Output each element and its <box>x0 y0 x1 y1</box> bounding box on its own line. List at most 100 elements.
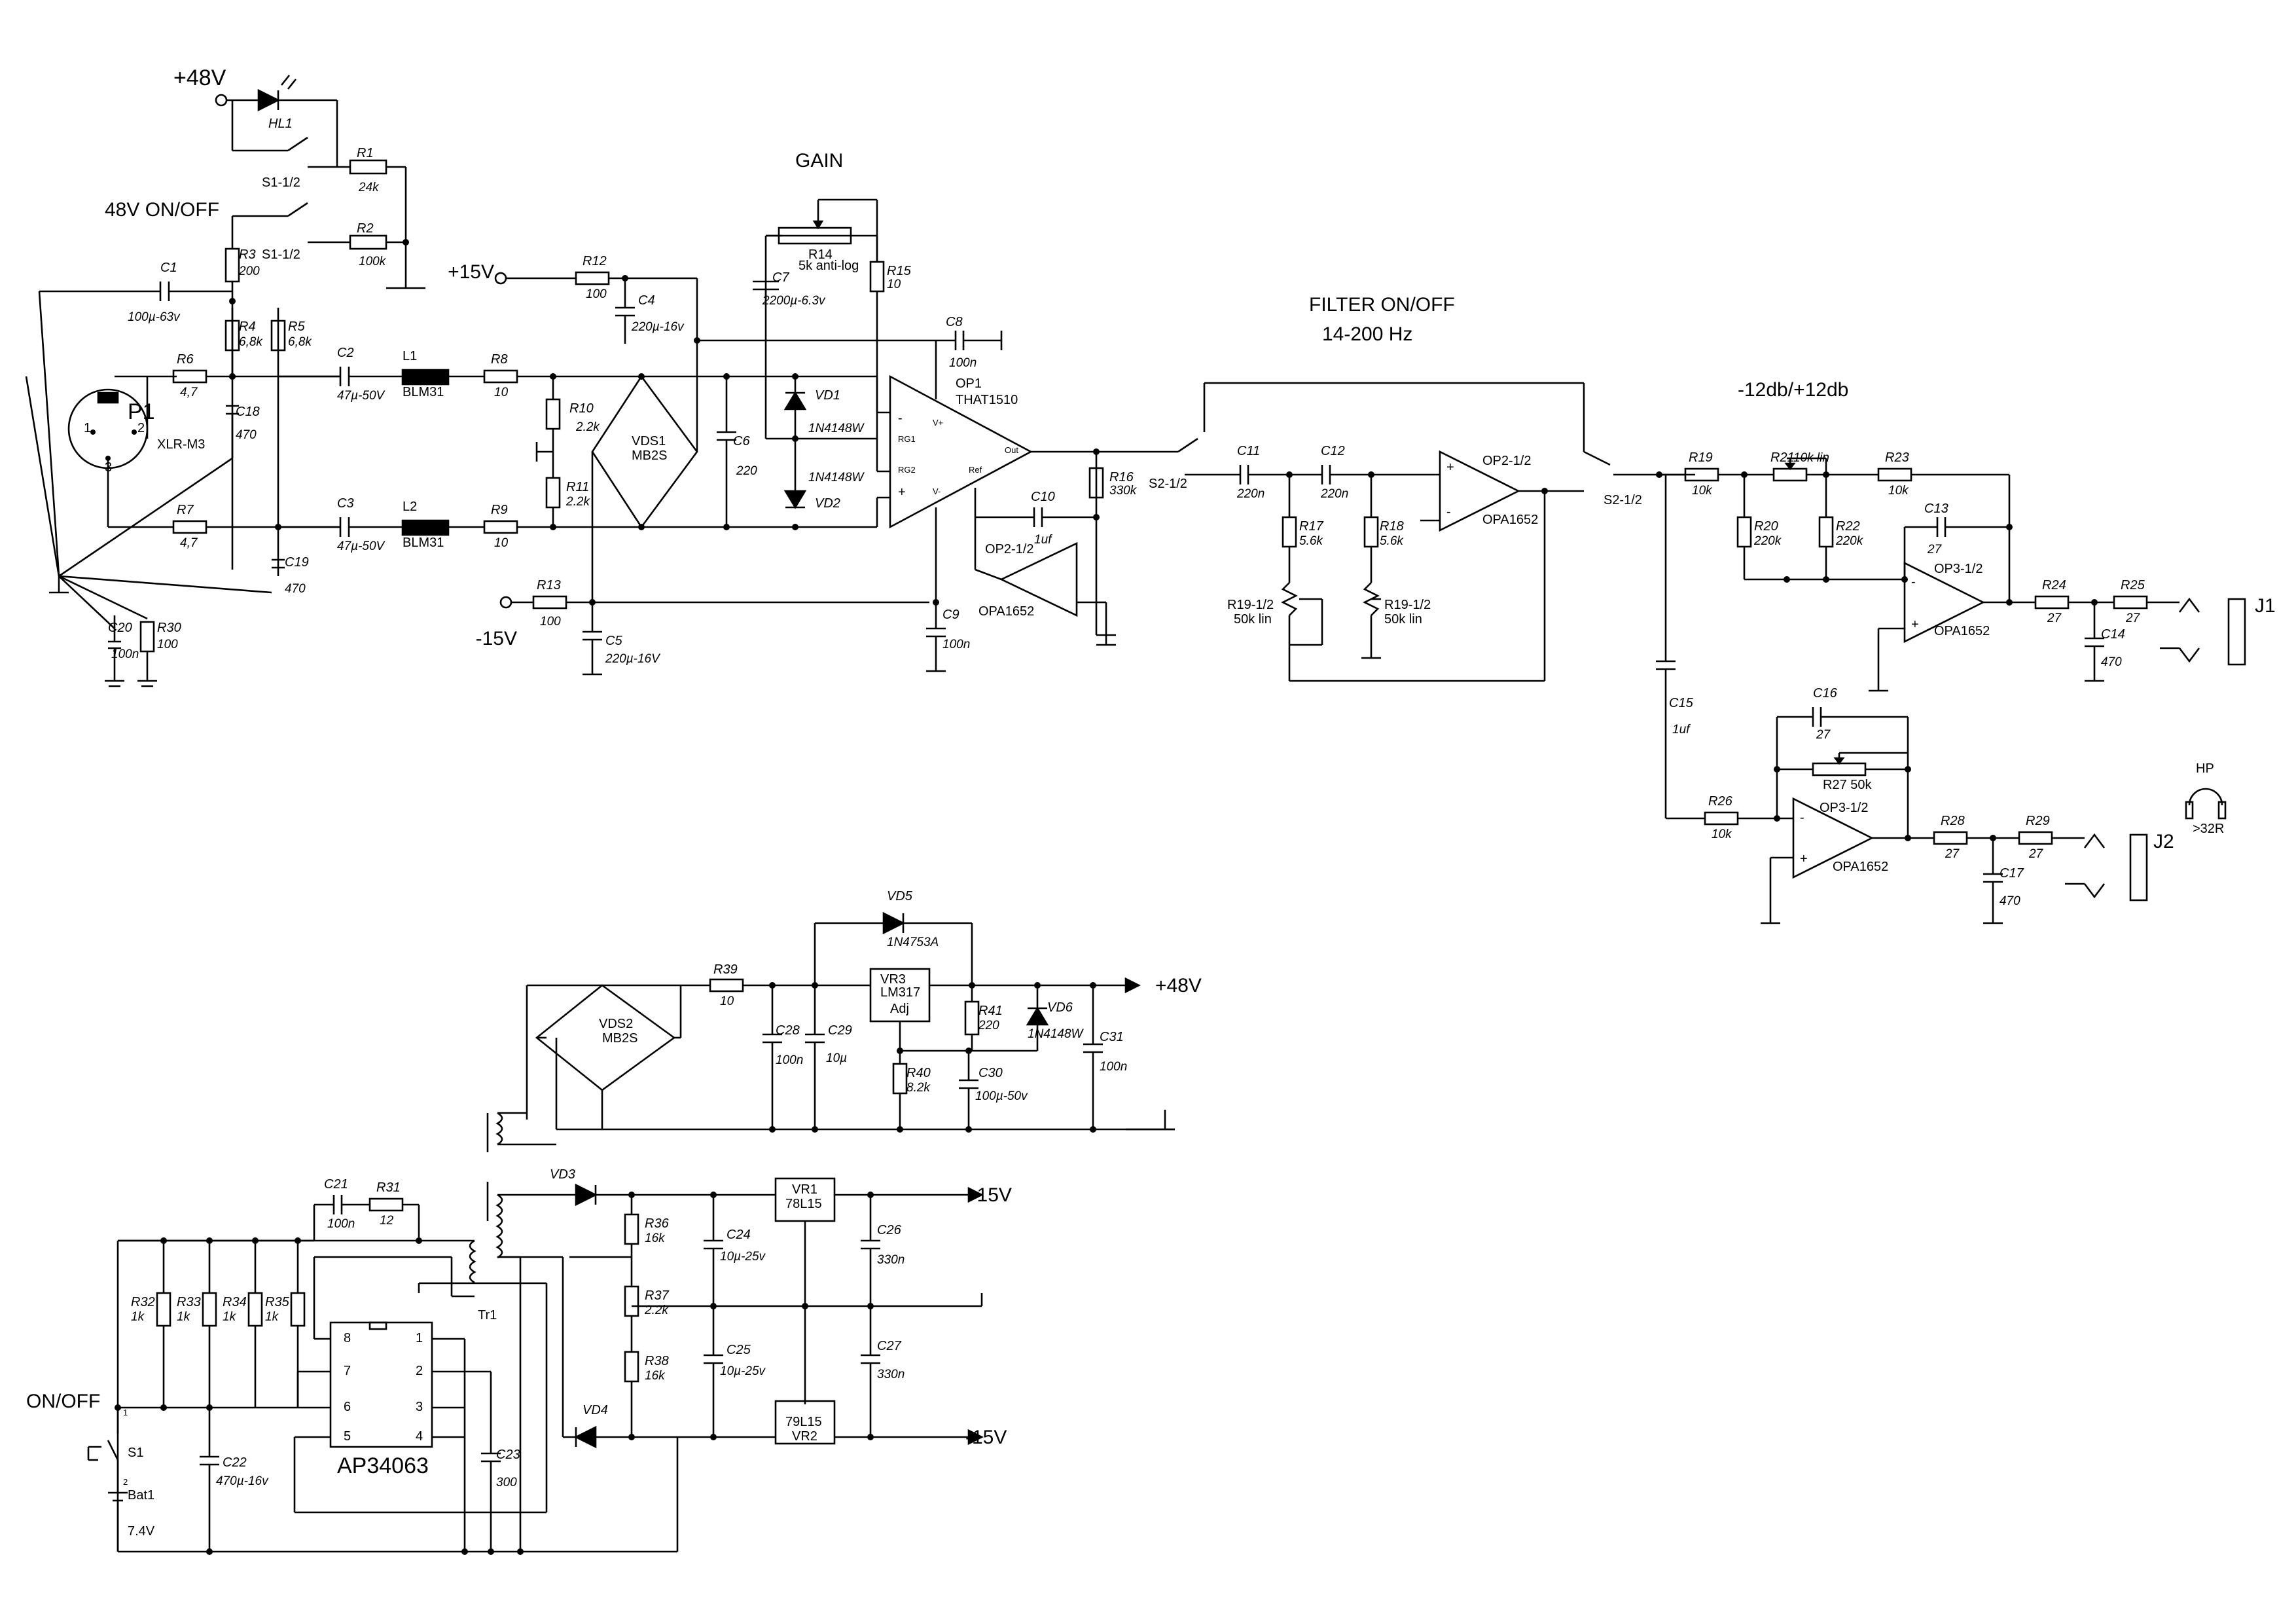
label-ap34063: AP34063 <box>337 1453 429 1478</box>
label-plus15: +15V <box>448 261 494 283</box>
value-c6: 220 <box>736 464 757 478</box>
label-r19a: R19-1/2 <box>1227 598 1274 612</box>
value-r23: 10k <box>1888 484 1909 498</box>
value-c11: 220n <box>1236 487 1265 501</box>
eq-section: -12db/+12db R19 10k R21 10k lin R23 10k … <box>1659 379 2276 692</box>
value-c30: 100µ-50v <box>975 1089 1028 1103</box>
value-c15: 1uf <box>1672 723 1691 737</box>
label-48v-onoff: 48V ON/OFF <box>105 199 219 221</box>
value-c14: 470 <box>2101 655 2122 669</box>
value-c31: 100n <box>1100 1060 1127 1074</box>
label-r31: R31 <box>376 1180 401 1195</box>
value-r37: 2.2k <box>644 1304 669 1317</box>
label-c5: C5 <box>605 634 622 648</box>
value-r39: 10 <box>720 994 734 1008</box>
ic-pin-3: 3 <box>416 1400 423 1414</box>
label-r6: R6 <box>177 352 194 367</box>
phantom-power-section: +48V HL1 S1-1/2 S1-1/2 R1 24k R2 100k 48… <box>105 65 425 570</box>
value-r38: 16k <box>645 1369 666 1383</box>
ic-pin-5: 5 <box>344 1429 351 1444</box>
value-r29: 27 <box>2028 847 2044 861</box>
label-vd6: VD6 <box>1047 1000 1073 1015</box>
value-r10: 2.2k <box>575 420 600 434</box>
label-r8: R8 <box>491 352 508 367</box>
label-r20: R20 <box>1754 519 1778 534</box>
label-vminus: V- <box>933 486 941 496</box>
value-c29: 10µ <box>826 1051 847 1065</box>
ic-pin-1: 1 <box>416 1331 423 1345</box>
label-plus15-out: +15V <box>965 1184 1012 1206</box>
label-minus15: -15V <box>476 628 517 649</box>
value-r25: 27 <box>2125 611 2141 625</box>
label-c23: C23 <box>496 1448 520 1462</box>
label-op3a: OP3-1/2 <box>1934 562 1982 576</box>
label-c10: C10 <box>1031 490 1055 504</box>
label-c19: C19 <box>285 555 309 570</box>
value-r19a: 50k lin <box>1234 612 1272 627</box>
label-rg1: RG1 <box>898 434 916 444</box>
label-48v-top: +48V <box>173 65 226 90</box>
label-r28: R28 <box>1941 814 1965 828</box>
label-r35: R35 <box>265 1295 290 1309</box>
value-r20: 220k <box>1753 534 1782 548</box>
value-r3: 200 <box>238 264 260 278</box>
label-r4: R4 <box>239 319 256 334</box>
ic-pin-7: 7 <box>344 1364 351 1378</box>
label-c8: C8 <box>946 315 963 329</box>
label-l1: L1 <box>403 349 417 363</box>
label-c29: C29 <box>828 1023 852 1038</box>
value-r36: 16k <box>645 1231 666 1245</box>
ic-pin-6: 6 <box>344 1400 351 1414</box>
label-op3a-minus: - <box>1911 575 1916 589</box>
label-c16: C16 <box>1813 686 1838 701</box>
label-r11: R11 <box>566 480 589 494</box>
label-sw-pin2: 2 <box>123 1477 128 1487</box>
label-r37: R37 <box>645 1288 670 1303</box>
label-s1b: S1-1/2 <box>262 247 300 262</box>
label-r24: R24 <box>2042 578 2066 593</box>
value-c24: 10µ-25v <box>720 1250 766 1264</box>
label-vd4: VD4 <box>583 1403 608 1417</box>
headphone-section: C15 1uf C16 27 R27 50k R26 10k OP3-1/2 O… <box>1656 475 2227 924</box>
value-r14: 5k anti-log <box>798 259 859 273</box>
label-r12: R12 <box>583 254 607 268</box>
value-c27: 330n <box>877 1368 905 1381</box>
label-48v-out: +48V <box>1155 975 1202 996</box>
value-c16: 27 <box>1816 728 1831 742</box>
value-c17: 470 <box>2000 894 2020 908</box>
label-c25: C25 <box>726 1343 751 1357</box>
value-op3a: OPA1652 <box>1934 624 1990 638</box>
label-out: Out <box>1005 445 1018 455</box>
value-op2b: OPA1652 <box>1482 513 1538 527</box>
label-vd1: VD1 <box>815 388 840 403</box>
value-r33: 1k <box>177 1310 191 1324</box>
value-c21: 100n <box>327 1217 355 1231</box>
value-r31: 12 <box>380 1214 394 1228</box>
label-r13: R13 <box>537 578 561 593</box>
label-bat: Bat1 <box>128 1488 154 1503</box>
value-r5: 6,8k <box>288 335 312 349</box>
label-r34: R34 <box>223 1295 247 1309</box>
ic-pin-4: 4 <box>416 1429 423 1444</box>
label-r15: R15 <box>887 264 912 278</box>
label-j1: J1 <box>2255 595 2276 617</box>
label-c13: C13 <box>1924 501 1948 516</box>
label-eq-range: -12db/+12db <box>1738 379 1848 401</box>
label-sw-pin1: 1 <box>123 1408 128 1417</box>
value-r13: 100 <box>540 615 561 629</box>
label-minus15-out: -15V <box>965 1427 1007 1448</box>
label-c17: C17 <box>2000 866 2024 881</box>
label-onoff: ON/OFF <box>26 1391 100 1412</box>
label-c1: C1 <box>160 261 177 275</box>
label-r33: R33 <box>177 1295 201 1309</box>
label-hp: HP <box>2196 761 2214 776</box>
label-c9: C9 <box>942 608 960 622</box>
value-c3: 47µ-50V <box>337 539 386 553</box>
label-r30: R30 <box>157 621 181 635</box>
label-vds1: VDS1 <box>632 434 666 448</box>
label-c7: C7 <box>772 270 789 285</box>
label-s2a: S2-1/2 <box>1149 477 1187 491</box>
label-c20: C20 <box>108 621 132 635</box>
label-r5: R5 <box>288 319 305 334</box>
